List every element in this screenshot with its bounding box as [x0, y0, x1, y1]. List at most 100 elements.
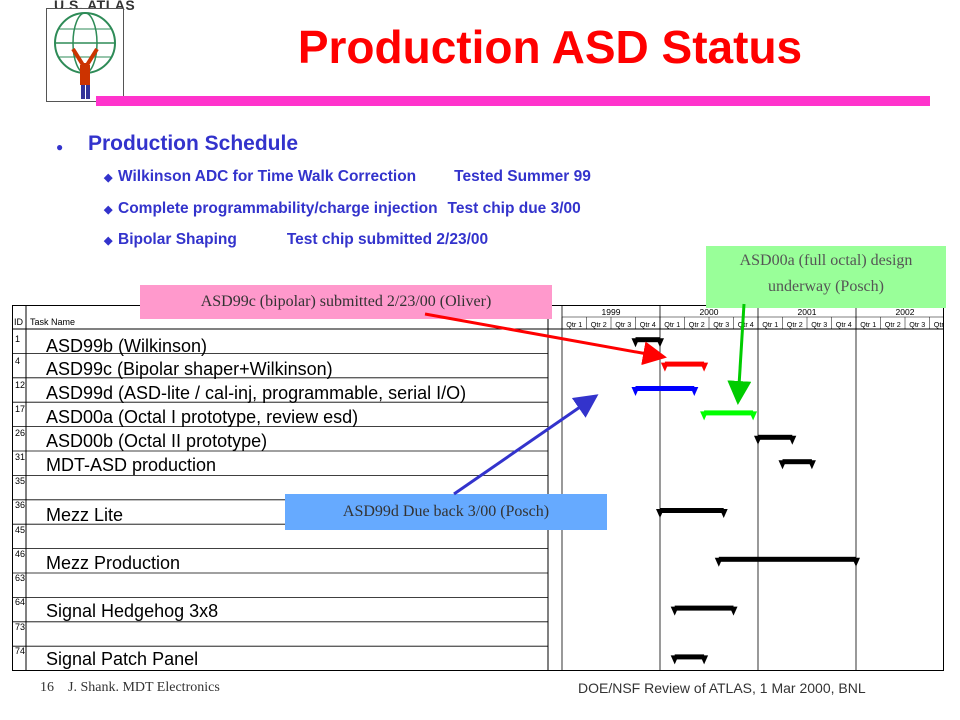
quarter-label: Qtr 2 [885, 320, 901, 329]
callout-asd00a: ASD00a (full octal) design underway (Pos… [706, 246, 946, 308]
row-id: 74 [15, 646, 25, 656]
task-bar-start-cap [754, 435, 762, 445]
title-rule [96, 96, 930, 106]
year-label: 2002 [896, 307, 915, 317]
row-id: 45 [15, 525, 25, 535]
task-bar-end-cap [749, 411, 758, 421]
task-bar-start-cap [670, 606, 679, 616]
schedule-item-right: Tested Summer 99 [454, 168, 591, 185]
arrow-asd00a [727, 303, 752, 405]
row-id: 31 [15, 452, 25, 462]
schedule-item: ◆ Wilkinson ADC for Time Walk Correction T… [104, 168, 591, 186]
atlas-figure-icon [54, 12, 116, 99]
gantt-frame [12, 305, 944, 671]
task-name: ASD00b (Octal II prototype) [46, 431, 267, 451]
arrow-asd99d [453, 394, 599, 496]
task-name: Mezz Production [46, 553, 180, 573]
quarter-label: Qtr 1 [762, 320, 778, 329]
quarter-label: Qtr 4 [640, 320, 656, 329]
task-bar-end-cap [700, 362, 709, 372]
callout-asd99c: ASD99c (bipolar) submitted 2/23/00 (Oliv… [140, 285, 552, 319]
quarter-label: Qtr 3 [909, 320, 925, 329]
task-bar [674, 605, 734, 611]
task-bar [704, 410, 754, 416]
diamond-bullet-icon: ◆ [104, 204, 113, 216]
task-bar [674, 654, 705, 660]
diamond-bullet-icon: ◆ [104, 172, 113, 184]
row-id: 12 [15, 380, 25, 390]
quarter-label: Qtr 2 [591, 320, 607, 329]
task-bar-end-cap [852, 557, 860, 567]
task-bar-start-cap [778, 460, 787, 470]
task-name: ASD99b (Wilkinson) [46, 336, 207, 356]
task-bar-start-cap [670, 655, 679, 665]
task-bar-end-cap [729, 606, 738, 616]
schedule-item-left: Wilkinson ADC for Time Walk Correction [118, 168, 417, 185]
row-id: 36 [15, 500, 25, 510]
diamond-bullet-icon: ◆ [104, 235, 113, 247]
page-number: 16 [40, 680, 54, 695]
task-bar [664, 361, 705, 367]
row-id: 35 [15, 476, 25, 486]
quarter-label: Qtr 4 [836, 320, 852, 329]
footer-left: 16 J. Shank. MDT Electronics [40, 680, 220, 696]
quarter-label: Qtr 1 [664, 320, 680, 329]
row-id: 46 [15, 549, 25, 559]
page-title: Production ASD Status [297, 21, 803, 73]
task-name: ASD99c (Bipolar shaper+Wilkinson) [46, 359, 333, 379]
task-bar [758, 434, 793, 440]
footer-event: DOE/NSF Review of ATLAS, 1 Mar 2000, BNL [578, 680, 866, 696]
year-label: 1999 [602, 307, 621, 317]
task-name: Signal Hedgehog 3x8 [46, 601, 218, 621]
quarter-label: Qtr 3 [713, 320, 729, 329]
task-name: Signal Patch Panel [46, 649, 198, 669]
quarter-label: Qtr 2 [787, 320, 803, 329]
task-name: ASD00a (Octal I prototype, review esd) [46, 407, 358, 427]
arrow-asd99c [424, 312, 667, 366]
task-bar [635, 337, 660, 343]
task-name: ASD99d (ASD-lite / cal-inj, programmable… [46, 383, 466, 403]
schedule-item-left: Complete programmability/charge injectio… [118, 200, 438, 217]
task-bar-start-cap [656, 509, 664, 518]
quarter-label: Qtr 4 [934, 320, 944, 329]
row-id: 73 [15, 622, 25, 632]
task-bar-start-cap [700, 411, 709, 421]
row-id: 64 [15, 597, 25, 607]
task-bar-end-cap [690, 387, 699, 396]
col-id-header: ID [14, 317, 24, 327]
callout-asd00a-line1: ASD00a (full octal) design [739, 252, 913, 269]
callout-asd99d: ASD99d Due back 3/00 (Posch) [285, 494, 607, 530]
row-id: 26 [15, 428, 25, 438]
task-bar [660, 508, 724, 513]
task-bar [635, 386, 695, 391]
task-name: MDT-ASD production [46, 455, 216, 475]
schedule-heading: Production Schedule [88, 132, 299, 155]
schedule-item-left: Bipolar Shaping [118, 231, 237, 248]
row-id: 1 [15, 334, 20, 344]
task-bar-start-cap [631, 338, 640, 348]
callout-asd00a-line2: underway (Posch) [768, 278, 884, 295]
col-task-header: Task Name [30, 317, 75, 327]
schedule-item: ◆ Complete programmability/charge injecti… [104, 200, 581, 218]
footer-author: J. Shank. MDT Electronics [68, 680, 220, 695]
quarter-label: Qtr 1 [860, 320, 876, 329]
year-label: 2001 [798, 307, 817, 317]
quarter-label: Qtr 3 [811, 320, 827, 329]
task-bar [782, 459, 812, 465]
quarter-label: Qtr 4 [738, 320, 754, 329]
task-bar-end-cap [788, 435, 797, 445]
task-bar-start-cap [714, 557, 723, 567]
task-bar [718, 556, 856, 562]
row-id: 4 [15, 356, 20, 366]
row-id: 17 [15, 404, 25, 414]
quarter-label: Qtr 2 [689, 320, 705, 329]
task-bar-end-cap [807, 460, 816, 470]
task-bar-end-cap [719, 509, 728, 518]
bullet-icon: ● [56, 140, 64, 154]
row-id: 63 [15, 573, 25, 583]
quarter-label: Qtr 3 [615, 320, 631, 329]
schedule-item-right: Test chip due 3/00 [447, 200, 581, 217]
